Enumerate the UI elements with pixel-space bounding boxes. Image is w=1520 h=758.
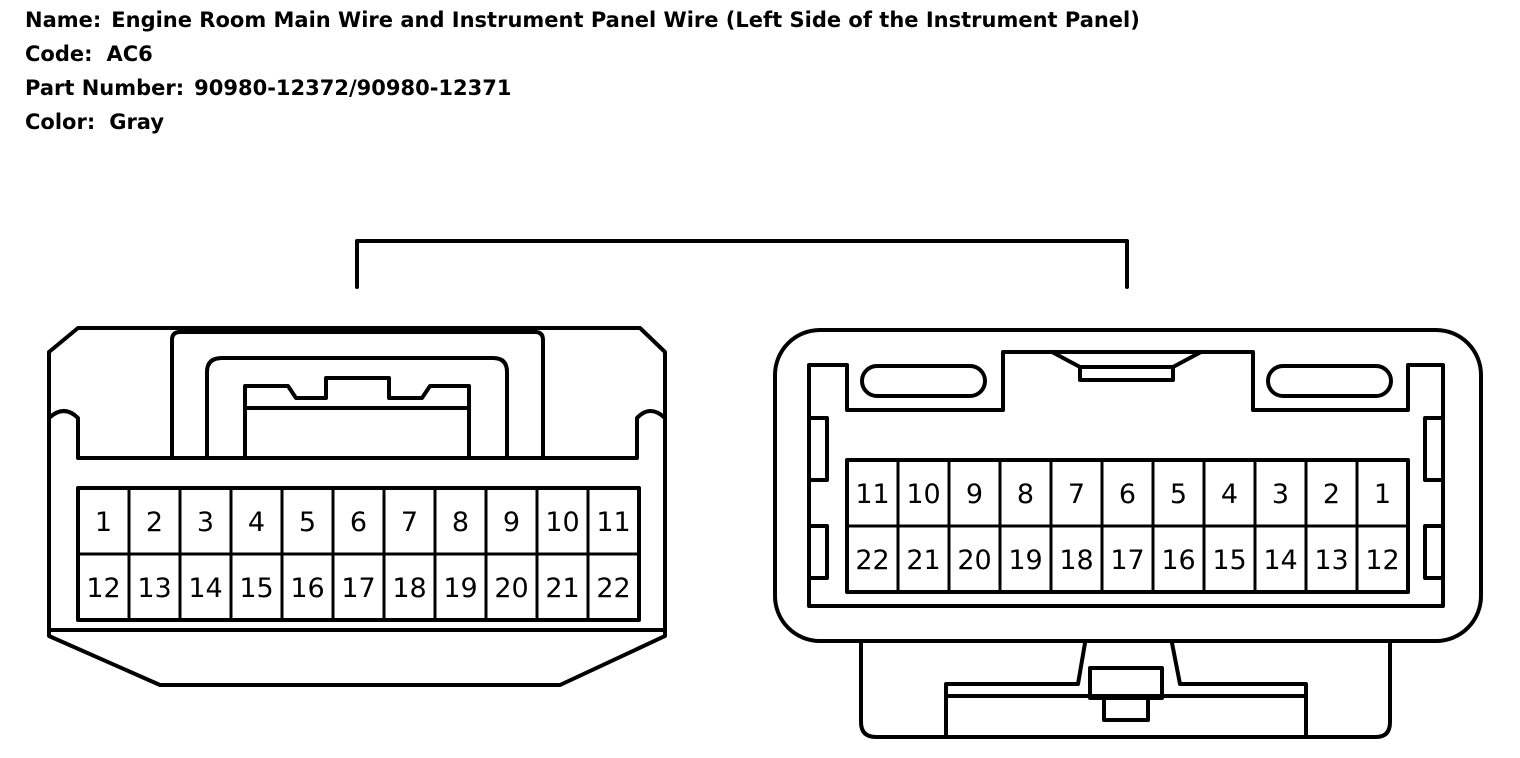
left-pin-number: 3 xyxy=(197,507,214,538)
part-number-label: Part Number: xyxy=(25,76,185,100)
right-pin-number: 20 xyxy=(957,545,991,576)
left-pin-number: 22 xyxy=(596,573,630,604)
right-pin-number: 16 xyxy=(1161,545,1195,576)
right-pin-number: 14 xyxy=(1263,545,1297,576)
right-pin-number: 17 xyxy=(1110,545,1144,576)
name-value: Engine Room Main Wire and Instrument Pan… xyxy=(111,8,1140,32)
right-connector-right-slot xyxy=(1266,364,1393,398)
right-connector-right-key-lower xyxy=(1423,524,1445,580)
left-pin-number: 20 xyxy=(494,573,528,604)
left-pin-number: 18 xyxy=(392,573,426,604)
left-connector-housing xyxy=(47,326,667,460)
left-pin-number: 6 xyxy=(350,507,367,538)
color-row: Color: Gray xyxy=(25,108,1140,142)
left-pin-number: 1 xyxy=(95,507,112,538)
left-pin-number: 8 xyxy=(452,507,469,538)
color-value: Gray xyxy=(109,110,165,134)
right-pin-number: 7 xyxy=(1068,479,1085,510)
left-pin-number: 10 xyxy=(545,507,579,538)
right-connector-left-slot xyxy=(860,364,987,398)
left-pin-cell xyxy=(586,552,641,622)
left-pin-number: 19 xyxy=(443,573,477,604)
right-pin-number: 1 xyxy=(1374,479,1391,510)
right-connector-latch-frame xyxy=(944,641,1308,739)
right-pin-number: 3 xyxy=(1272,479,1289,510)
code-row: Code: AC6 xyxy=(25,40,1140,74)
left-pin-number: 16 xyxy=(290,573,324,604)
right-pin-number: 9 xyxy=(966,479,983,510)
left-pin-number: 4 xyxy=(248,507,265,538)
part-number-value: 90980-12372/90980-12371 xyxy=(194,76,512,100)
part-number-row: Part Number: 90980-12372/90980-12371 xyxy=(25,74,1140,108)
name-row: Name: Engine Room Main Wire and Instrumen… xyxy=(25,6,1140,40)
right-connector-latch-housing xyxy=(859,641,1392,739)
left-pin-number: 9 xyxy=(503,507,520,538)
right-pin-number: 13 xyxy=(1314,545,1348,576)
right-connector-housing xyxy=(773,328,1483,643)
left-pin-number: 17 xyxy=(341,573,375,604)
connector-info: Name: Engine Room Main Wire and Instrumen… xyxy=(25,6,1140,142)
right-pin-number: 21 xyxy=(906,545,940,576)
right-pin-number: 22 xyxy=(855,545,889,576)
right-connector-lock-tab xyxy=(1050,350,1203,369)
left-pin-number: 2 xyxy=(146,507,163,538)
right-connector-left-key-upper xyxy=(807,416,829,482)
code-value: AC6 xyxy=(106,42,153,66)
right-pin-number: 5 xyxy=(1170,479,1187,510)
right-pin-number: 8 xyxy=(1017,479,1034,510)
right-connector-inner-frame xyxy=(807,350,1445,608)
left-pin-number: 11 xyxy=(596,507,630,538)
right-pin-number: 12 xyxy=(1365,545,1399,576)
right-pin-number: 10 xyxy=(906,479,940,510)
right-connector-left-key-lower xyxy=(807,524,829,580)
left-pin-number: 13 xyxy=(137,573,171,604)
right-connector-latch-button-stem xyxy=(1102,696,1150,722)
mating-bracket xyxy=(355,239,1129,289)
right-connector-latch-button xyxy=(1088,666,1164,700)
right-pin-cell xyxy=(1355,524,1410,594)
left-connector-body xyxy=(47,416,667,687)
left-connector-lock-lever xyxy=(243,376,471,460)
right-pin-number: 11 xyxy=(855,479,889,510)
right-pin-number: 15 xyxy=(1212,545,1246,576)
left-connector-raised-block xyxy=(170,330,545,460)
left-pin-number: 21 xyxy=(545,573,579,604)
right-pin-number: 6 xyxy=(1119,479,1136,510)
right-pin-number: 18 xyxy=(1059,545,1093,576)
left-pin-number: 12 xyxy=(86,573,120,604)
left-pin-number: 15 xyxy=(239,573,273,604)
code-label: Code: xyxy=(25,42,93,66)
right-pin-number: 19 xyxy=(1008,545,1042,576)
right-pin-number: 2 xyxy=(1323,479,1340,510)
right-pin-number: 4 xyxy=(1221,479,1238,510)
color-label: Color: xyxy=(25,110,96,134)
right-connector-right-key-upper xyxy=(1423,416,1445,482)
left-pin-number: 7 xyxy=(401,507,418,538)
name-label: Name: xyxy=(25,8,102,32)
right-connector-lock-tab-body xyxy=(1078,365,1175,382)
left-connector-lock-frame xyxy=(205,356,509,460)
left-pin-number: 14 xyxy=(188,573,222,604)
left-pin-number: 5 xyxy=(299,507,316,538)
